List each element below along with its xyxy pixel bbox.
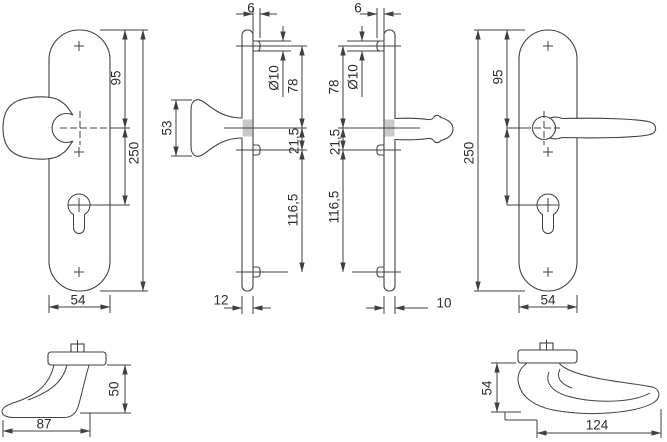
center-lines [224, 40, 307, 273]
dim-label-dia10: Ø10 [346, 64, 361, 90]
knob-grip-inner-edge [27, 364, 68, 401]
knob-plate-front-view: 95 250 54 [2, 29, 148, 313]
dim-label-21-5: 21,5 [328, 129, 343, 155]
lever-cap [517, 349, 578, 364]
dim-label-116-5: 116,5 [327, 191, 342, 224]
dim-label-54: 54 [540, 293, 556, 308]
cylinder-keyhole [67, 193, 91, 234]
lever-grip-inner-edge-1 [547, 371, 651, 402]
lever-plate-front-view: 95 250 54 [462, 29, 657, 313]
dim-label-116-5: 116,5 [286, 194, 301, 227]
dim-label-95: 95 [491, 69, 506, 84]
lever-grip-inner-edge-2 [558, 368, 573, 389]
dim-label-dia10: Ø10 [267, 65, 282, 91]
backplate-outline [518, 29, 578, 292]
dim-label-10: 10 [436, 296, 451, 311]
dim-label-50: 50 [107, 381, 122, 396]
dim-label-250: 250 [127, 142, 142, 165]
screw-marks [74, 41, 84, 277]
dim-label-6: 6 [354, 1, 362, 16]
dim-label-54: 54 [480, 380, 495, 396]
lever-top-view: 54 124 [480, 340, 662, 438]
knob-top-view: 50 87 [1, 340, 131, 437]
screw-marks [543, 41, 553, 277]
knob-grip-outline [1, 364, 90, 418]
lever-front-outline [549, 116, 657, 140]
lever-grip-outline [517, 362, 660, 415]
dim-label-12: 12 [213, 293, 228, 308]
knob-cap [47, 351, 107, 366]
dim-label-78: 78 [327, 79, 342, 94]
dim-label-54: 54 [70, 293, 86, 308]
dim-label-87: 87 [36, 417, 51, 432]
dim-label-6: 6 [247, 1, 255, 16]
dim-label-53: 53 [160, 120, 175, 135]
center-lines [338, 40, 420, 273]
dim-label-78: 78 [286, 78, 301, 93]
dim-label-21-5: 21,5 [287, 128, 302, 154]
knob-profile-outline [190, 99, 243, 157]
backplate-profile [241, 29, 254, 292]
knob-side-view: 53 6 Ø10 78 21,5 116,5 12 [160, 1, 307, 314]
dim-label-124: 124 [586, 418, 609, 433]
backplate-outline [48, 29, 111, 292]
dim-label-250: 250 [462, 142, 477, 165]
backplate-profile [383, 29, 396, 292]
lever-profile-outline [394, 114, 454, 144]
dim-label-95: 95 [109, 70, 124, 85]
cylinder-keyhole [536, 193, 560, 234]
lever-side-view: 6 Ø10 78 21,5 116,5 10 [327, 1, 454, 314]
knob-front-outline [2, 96, 74, 160]
